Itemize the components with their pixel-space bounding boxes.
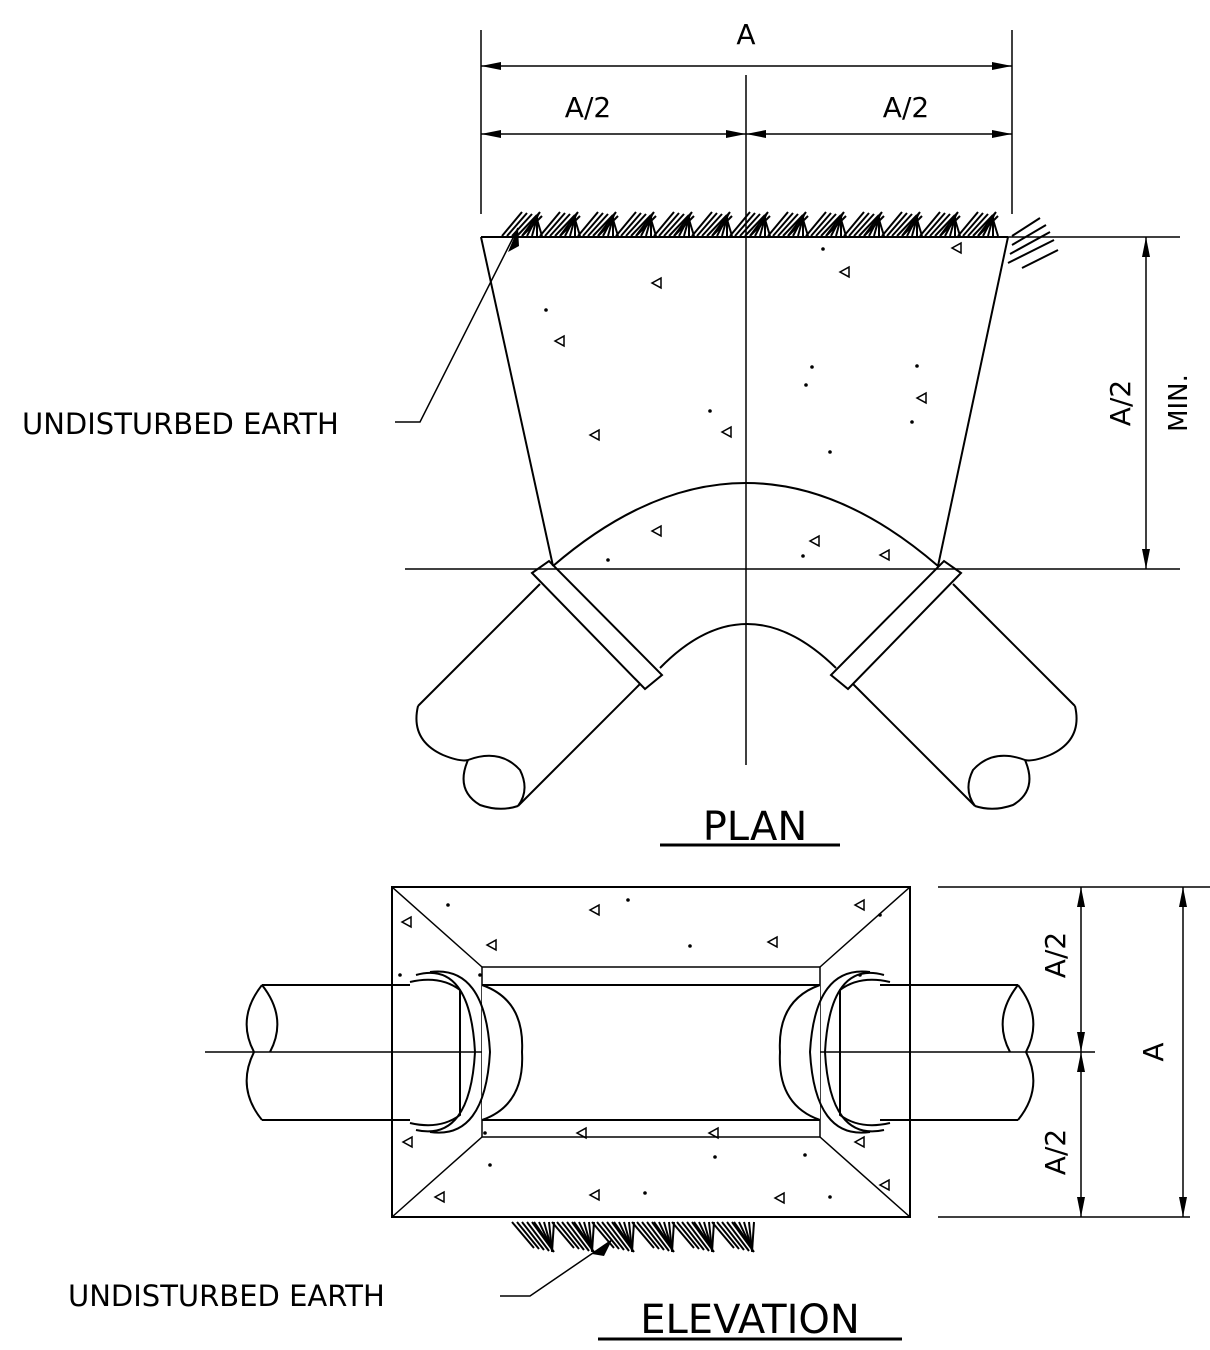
plan-right-pipe-wall-inner bbox=[852, 683, 976, 807]
elevation-right-pipe-break bbox=[1017, 984, 1035, 1121]
plan-bend-inner-arc bbox=[659, 623, 837, 669]
elevation-right-bell-ring-2 bbox=[808, 970, 871, 1134]
plan-depth-label: A/2 bbox=[1104, 380, 1137, 426]
elevation-left-pipe bbox=[245, 970, 524, 1134]
elevation-undisturbed-earth-hatch bbox=[511, 1221, 755, 1253]
plan-right-pipe-break-top bbox=[1024, 705, 1078, 762]
plan-left-pipe-break-bottom bbox=[462, 759, 519, 810]
elevation-earth-label: UNDISTURBED EARTH bbox=[68, 1279, 385, 1313]
plan-dimension-a-label: A bbox=[736, 18, 755, 51]
plan-earth-leader-arrow bbox=[508, 228, 519, 252]
elevation-dimension-total-label: A bbox=[1137, 1042, 1170, 1061]
elevation-right-bell bbox=[839, 978, 891, 1127]
plan-left-pipe-wall-inner bbox=[517, 683, 641, 807]
elevation-left-bell-ring-1 bbox=[415, 971, 477, 1133]
plan-dimension-left-half-label: A/2 bbox=[565, 91, 611, 124]
elevation-right-bell-ring-1 bbox=[823, 971, 885, 1133]
elevation-left-bell bbox=[409, 978, 461, 1127]
elevation-dimension-upper-label: A/2 bbox=[1039, 932, 1072, 978]
elevation-bevel-tl bbox=[391, 886, 483, 968]
elevation-pipe-fill bbox=[482, 985, 820, 1120]
elevation-left-pipe-break bbox=[245, 984, 263, 1121]
plan-right-joint-collar bbox=[829, 559, 963, 691]
plan-block-left-edge bbox=[480, 236, 554, 567]
plan-right-pipe-break-end bbox=[967, 754, 1026, 807]
elevation-right-spigot bbox=[778, 984, 821, 1121]
elevation-left-pipe-break-inner bbox=[261, 984, 279, 1053]
plan-earth-leader bbox=[395, 227, 519, 423]
elevation-title: ELEVATION bbox=[640, 1297, 860, 1343]
plan-right-pipe-wall-outer bbox=[952, 583, 1076, 707]
elevation-earth-leader bbox=[500, 1239, 613, 1297]
elevation-right-pipe-break-inner bbox=[1001, 984, 1019, 1053]
plan-block-right-edge bbox=[937, 236, 1009, 567]
plan-block-bearing-arc bbox=[552, 482, 939, 567]
plan-view: A A/2 A/2 A/2 MIN. UNDISTURBED EARTH bbox=[22, 18, 1194, 850]
plan-undisturbed-earth-hatch bbox=[501, 211, 999, 237]
plan-concrete-aggregate bbox=[544, 241, 962, 562]
elevation-left-spigot bbox=[481, 984, 524, 1121]
plan-depth-min-note: MIN. bbox=[1164, 374, 1194, 432]
plan-left-pipe-break-top bbox=[415, 705, 469, 762]
elevation-earth-leader-arrow bbox=[592, 1240, 612, 1256]
elevation-concrete-aggregate bbox=[398, 898, 890, 1205]
elevation-dimension-lower-label: A/2 bbox=[1039, 1129, 1072, 1175]
elevation-right-pipe bbox=[778, 970, 1035, 1134]
plan-dimension-right-half-label: A/2 bbox=[883, 91, 929, 124]
elevation-bevel-tr bbox=[819, 886, 911, 968]
plan-left-joint-collar bbox=[530, 559, 664, 691]
elevation-left-bell-ring-2 bbox=[429, 970, 492, 1134]
elevation-view: UNDISTURBED EARTH A/2 A/2 A ELEVATION bbox=[68, 886, 1210, 1343]
plan-earth-patch-right bbox=[1007, 217, 1059, 269]
plan-left-pipe bbox=[415, 559, 664, 810]
elevation-bevel-bl bbox=[391, 1136, 483, 1218]
plan-earth-label: UNDISTURBED EARTH bbox=[22, 407, 339, 441]
plan-title: PLAN bbox=[703, 804, 808, 850]
plan-right-pipe bbox=[829, 559, 1078, 810]
plan-left-pipe-break-end bbox=[467, 754, 526, 807]
plan-left-pipe-wall-outer bbox=[417, 583, 541, 707]
plan-right-pipe-break-bottom bbox=[974, 759, 1031, 810]
elevation-bevel-br bbox=[819, 1136, 911, 1218]
